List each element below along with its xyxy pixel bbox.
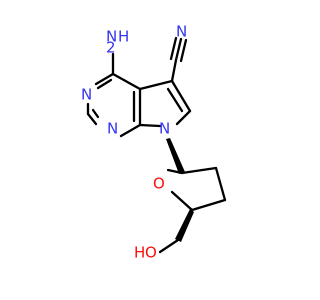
label-amino-h: H	[118, 28, 129, 46]
bond-n1-c7a	[119, 123, 142, 138]
bond-c3p-c4p	[190, 198, 227, 212]
wedge-c4p-c5p	[175, 209, 194, 242]
bond-c4-n3-double	[96, 78, 113, 90]
atom-labels: N H 2 N N N N O H O	[81, 23, 187, 262]
wedge-n9-c1p	[166, 138, 185, 174]
bond-c4-n3	[94, 72, 115, 86]
label-ring-o: O	[153, 175, 165, 193]
bond-c2-n1-double	[91, 108, 100, 119]
bonds	[86, 36, 227, 254]
bond-c2p-c3p	[214, 166, 227, 202]
label-hydroxyl-h: H	[134, 244, 145, 262]
label-ring-n-bottom: N	[107, 120, 118, 138]
bond-c5p-oh	[158, 238, 180, 254]
bond-c5-cn	[170, 58, 178, 83]
bond-n7-c7a	[138, 123, 162, 128]
bond-c1p-c2p	[180, 166, 218, 175]
label-ring-n-top: N	[81, 86, 92, 104]
bond-c2-n1	[86, 112, 98, 126]
bond-c5-c6	[170, 79, 192, 113]
bond-nitrile-2	[169, 36, 178, 61]
bond-c4a-c4	[111, 72, 142, 91]
bond-nitrile-3	[179, 38, 188, 63]
wedge-bonds	[166, 138, 194, 242]
label-nitrile-n: N	[176, 23, 187, 41]
label-amino-h2: 2	[106, 39, 116, 57]
bond-c6-n7	[175, 109, 192, 126]
bond-c4a-c5	[138, 79, 174, 91]
molecule-diagram: N H 2 N N N N O H O	[81, 23, 227, 262]
label-pyrrole-n: N	[159, 120, 170, 138]
bond-nitrile-1	[174, 37, 183, 62]
bond-c5-c6-double	[166, 87, 184, 113]
bond-c4p-o	[170, 190, 194, 212]
molecule-structure: N H 2 N N N N O H O	[81, 23, 227, 262]
label-amino-n: N	[106, 28, 117, 46]
label-hydroxyl-o: O	[145, 244, 157, 262]
